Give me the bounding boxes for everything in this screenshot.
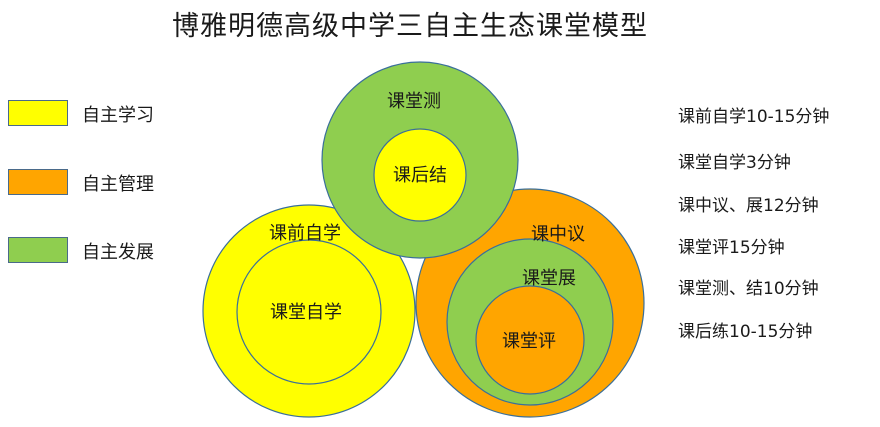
timing-in-class-study: 课堂自学3分钟 [678, 153, 791, 173]
legend-swatch-orange [8, 169, 68, 195]
legend-label: 自主发展 [82, 242, 154, 263]
top-outer-label: 课堂测 [387, 91, 441, 112]
legend-swatch-green [8, 237, 68, 263]
legend-label: 自主学习 [82, 105, 154, 126]
right-inner-circle [475, 285, 585, 395]
right-outer-label: 课中议 [531, 224, 585, 245]
timing-discuss-present: 课中议、展12分钟 [678, 196, 819, 216]
left-inner-circle [236, 239, 382, 385]
timing-pre-class: 课前自学10-15分钟 [678, 107, 830, 127]
timing-evaluate: 课堂评15分钟 [678, 238, 785, 258]
page-title: 博雅明德高级中学三自主生态课堂模型 [172, 11, 648, 42]
legend-swatch-yellow [8, 100, 68, 126]
top-inner-label: 课后结 [393, 165, 447, 186]
timing-after-class: 课后练10-15分钟 [678, 322, 813, 342]
top-inner-circle [373, 128, 467, 222]
timing-test-summary: 课堂测、结10分钟 [678, 279, 819, 299]
right-middle-label: 课堂展 [522, 268, 576, 289]
legend-label: 自主管理 [82, 174, 154, 195]
left-inner-label: 课堂自学 [270, 302, 342, 323]
left-outer-label: 课前自学 [269, 223, 341, 244]
right-inner-label: 课堂评 [502, 331, 556, 352]
